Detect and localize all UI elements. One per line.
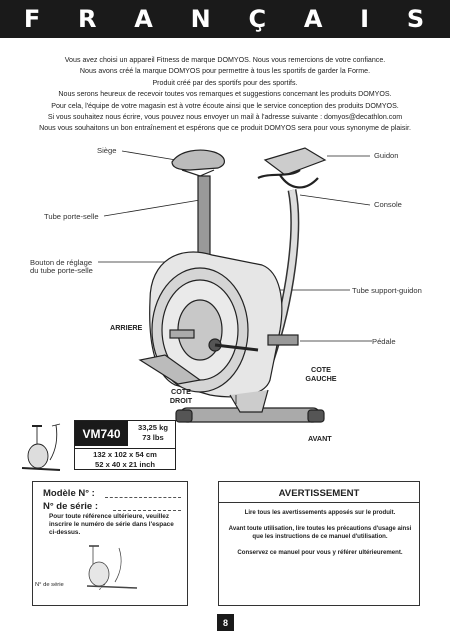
dimensions-info: 132 x 102 x 54 cm 52 x 40 x 21 inch: [75, 448, 175, 469]
intro-line: Nous serons heureux de recevoir toutes v…: [58, 90, 392, 99]
label-tube-support-guidon: Tube support-guidon: [352, 286, 422, 295]
banner-letter: R: [78, 5, 99, 33]
banner-letter: A: [303, 5, 325, 33]
label-cote-gauche-1: COTE: [311, 365, 331, 374]
bike-illustration: [98, 147, 372, 423]
banner-letter: I: [360, 5, 372, 33]
serial-small-label: N° de série: [35, 582, 64, 588]
banner-letter: N: [190, 5, 213, 33]
label-cote-droit-1: COTE: [171, 387, 191, 396]
label-tube-porte-selle: Tube porte-selle: [44, 212, 99, 221]
intro-line: Si vous souhaitez nous écrire, vous pouv…: [47, 113, 403, 122]
weight-info: 33,25 kg 73 lbs: [130, 423, 176, 442]
label-cote-droit: COTE DROIT: [166, 387, 196, 405]
warning-divider: [219, 502, 419, 503]
dimensions-inch: 52 x 40 x 21 inch: [95, 459, 155, 469]
label-console: Console: [374, 200, 402, 209]
model-number-label: Modèle N° :: [43, 488, 95, 499]
warning-paragraph-3: Conservez ce manuel pour vous y référer …: [237, 549, 403, 556]
intro-line: Pour cela, l'équipe de votre magasin est…: [51, 101, 399, 110]
banner-letter: S: [406, 5, 427, 33]
weight-kg: 33,25 kg: [138, 423, 168, 432]
banner-letter: Ç: [248, 5, 269, 33]
serial-number-label: N° de série :: [43, 501, 99, 512]
bike-frame-sketch: [86, 545, 138, 590]
model-badge: VM740: [75, 421, 128, 446]
warning-paragraph-1: Lire tous les avertissements apposés sur…: [244, 509, 396, 516]
label-avant: AVANT: [308, 434, 332, 443]
warning-title: AVERTISSEMENT: [278, 488, 360, 499]
label-cote-droit-2: DROIT: [169, 395, 193, 405]
page-number: 8: [217, 614, 234, 631]
label-arriere: ARRIERE: [110, 323, 143, 332]
label-pedale: Pédale: [372, 337, 396, 346]
label-siege: Siège: [97, 146, 117, 155]
serial-number-box: Modèle N° : N° de série : Pour toute réf…: [32, 481, 188, 606]
label-cote-gauche: COTE GAUCHE: [300, 365, 342, 383]
intro-line: Nous avons créé la marque DOMYOS pour pe…: [79, 67, 371, 76]
intro-line: Vous avez choisi un appareil Fitness de …: [64, 56, 386, 64]
label-guidon: Guidon: [374, 151, 399, 160]
label-bouton-reglage-2: du tube porte-selle: [30, 266, 93, 275]
spec-box: VM740 33,25 kg 73 lbs 132 x 102 x 54 cm …: [74, 420, 176, 470]
dimensions-cm: 132 x 102 x 54 cm: [93, 450, 157, 459]
banner-letter: A: [134, 5, 155, 33]
serial-help-text: Pour toute référence ultérieure, veuille…: [49, 513, 174, 537]
warning-box: AVERTISSEMENT Lire tous les avertissemen…: [218, 481, 420, 606]
language-banner: F R A N Ç A I S: [0, 0, 450, 38]
label-bouton-reglage-1: Bouton de réglage: [30, 258, 93, 267]
banner-letter: F: [23, 5, 43, 33]
model-number-line: [105, 497, 181, 498]
bike-thumbnail: [21, 423, 61, 471]
weight-lbs: 73 lbs: [142, 432, 164, 442]
intro-line: Produit créé par des sportifs pour des s…: [152, 78, 298, 87]
intro-line: Nous vous souhaitons un bon entraînement…: [39, 124, 411, 133]
serial-number-line: [113, 510, 181, 511]
label-cote-gauche-2: GAUCHE: [305, 373, 337, 383]
warning-paragraph-2: Avant toute utilisation, lire toutes les…: [228, 525, 412, 541]
intro-text: Vous avez choisi un appareil Fitness de …: [10, 55, 440, 135]
